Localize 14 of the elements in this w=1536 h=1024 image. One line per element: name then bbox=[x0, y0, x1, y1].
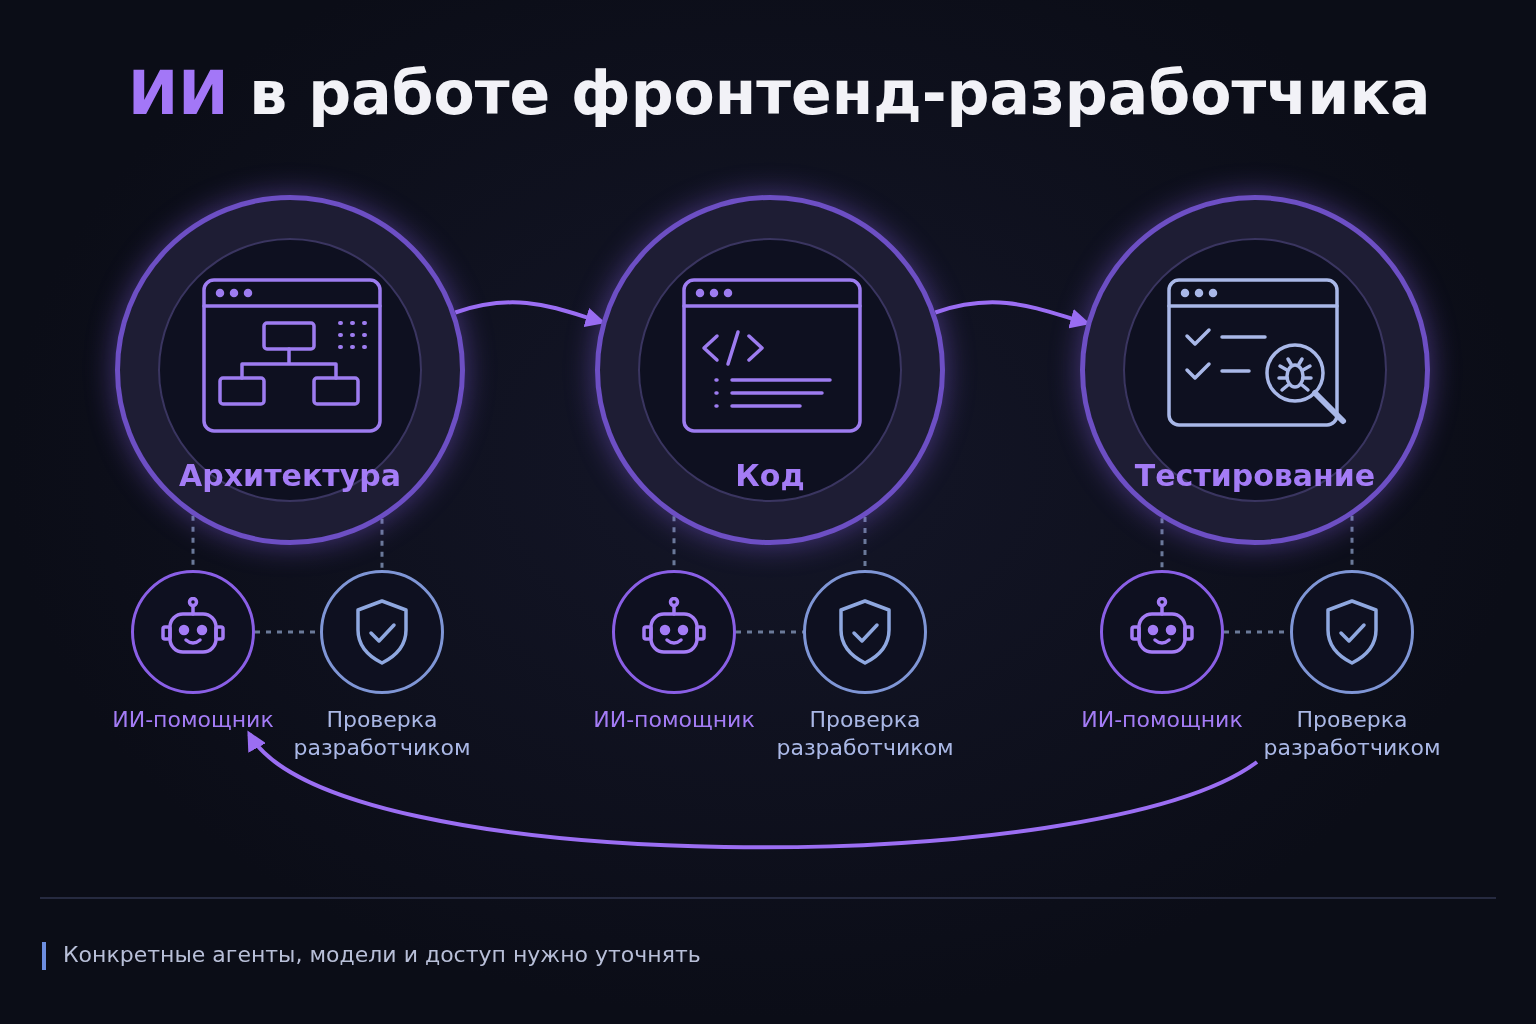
dotted-connector bbox=[380, 518, 384, 570]
footnote: Конкретные агенты, модели и доступ нужно уточнять bbox=[63, 942, 701, 967]
role-label: ИИ-помощник bbox=[111, 706, 275, 734]
role-label: Проверка разработчиком bbox=[1262, 706, 1442, 762]
role-label: Проверка разработчиком bbox=[775, 706, 955, 762]
role-label: ИИ-помощник bbox=[592, 706, 756, 734]
stage-label: Тестирование bbox=[1133, 458, 1377, 493]
arrow bbox=[246, 731, 1258, 849]
dotted-connector bbox=[1160, 518, 1164, 570]
stage-label: Код bbox=[734, 458, 806, 493]
stage-label: Архитектура bbox=[178, 458, 402, 493]
role-label: Проверка разработчиком bbox=[292, 706, 472, 762]
role-label: ИИ-помощник bbox=[1080, 706, 1244, 734]
title: ИИ в работе фронтенд-разработчика bbox=[128, 58, 1431, 128]
